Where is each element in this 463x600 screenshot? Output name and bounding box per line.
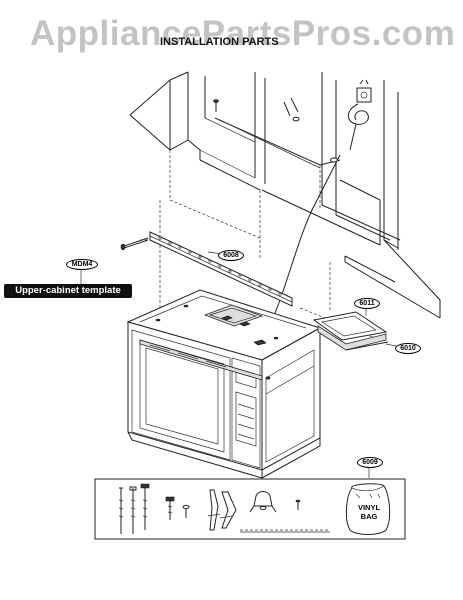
control-panel	[231, 357, 261, 469]
outlet-box	[356, 87, 372, 103]
vinyl-bag-label-line1: VINYL	[357, 503, 381, 512]
short-screws	[165, 496, 190, 520]
small-screw	[295, 499, 301, 510]
exhaust-damper-assembly	[312, 311, 389, 351]
damper-plate	[312, 311, 388, 341]
microwave-oven	[126, 289, 322, 479]
cord-clamp	[249, 491, 277, 513]
upper-cabinet	[129, 71, 441, 319]
top-vent	[203, 304, 264, 327]
long-bolts	[118, 483, 150, 534]
cord-grommet	[330, 157, 338, 163]
upper-cabinet-template-label: Upper-cabinet template	[4, 284, 132, 298]
vinyl-bag	[345, 483, 391, 535]
microwave-door	[131, 329, 231, 461]
vinyl-bag-label-line2: BAG	[360, 512, 378, 521]
callout-6008: 6008	[218, 250, 244, 261]
callout-6009: 6009	[357, 457, 383, 468]
cabinet-screw	[213, 99, 219, 103]
mounting-plate	[120, 231, 293, 307]
callout-mdm4: MDM4	[66, 259, 98, 270]
toggle-bolts	[207, 489, 237, 531]
power-cord-coil	[347, 103, 369, 125]
parts-box	[94, 478, 406, 540]
callout-6011: 6011	[354, 298, 380, 309]
vinyl-bag-label: VINYL BAG	[352, 503, 386, 521]
callout-6010: 6010	[395, 343, 421, 354]
diagram-title: INSTALLATION PARTS	[160, 36, 279, 48]
